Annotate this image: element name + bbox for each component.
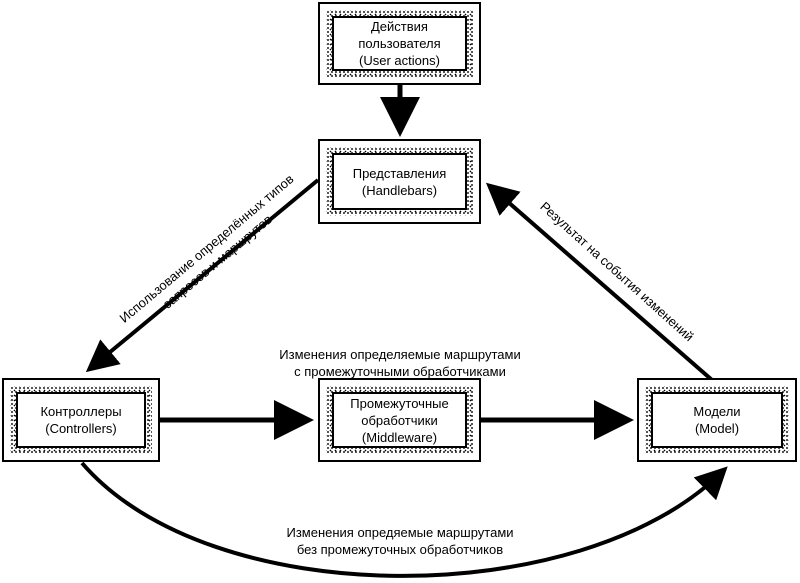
- node-frame: Промежуточные обработчики (Middleware): [326, 386, 473, 454]
- node-middleware: Промежуточные обработчики (Middleware): [318, 378, 481, 462]
- node-frame: Действия пользователя (User actions): [326, 10, 473, 77]
- node-views: Представления (Handlebars): [318, 139, 481, 224]
- node-frame: Модели (Model): [645, 386, 789, 454]
- node-frame: Представления (Handlebars): [326, 147, 473, 216]
- node-label: Действия пользователя (User actions): [358, 19, 441, 68]
- node-label: Промежуточные обработчики (Middleware): [350, 395, 449, 445]
- arrow-models-to-views: [485, 182, 714, 382]
- arrow-controllers-to-models-curve: [80, 461, 728, 578]
- edge-label-without-middleware: Изменения опредяемые маршрутами без пром…: [286, 525, 514, 557]
- node-label: Представления (Handlebars): [352, 165, 447, 198]
- node-controllers: Контроллеры (Controllers): [2, 378, 160, 462]
- node-models: Модели (Model): [637, 378, 797, 462]
- arrow-views-to-controllers: [85, 178, 320, 373]
- node-user-actions: Действия пользователя (User actions): [318, 2, 481, 85]
- edge-label-with-middleware: Изменения определяемые маршрутами с пром…: [279, 347, 521, 379]
- node-label: Модели (Model): [693, 404, 741, 436]
- node-label: Контроллеры (Controllers): [40, 404, 122, 436]
- node-frame: Контроллеры (Controllers): [10, 386, 152, 454]
